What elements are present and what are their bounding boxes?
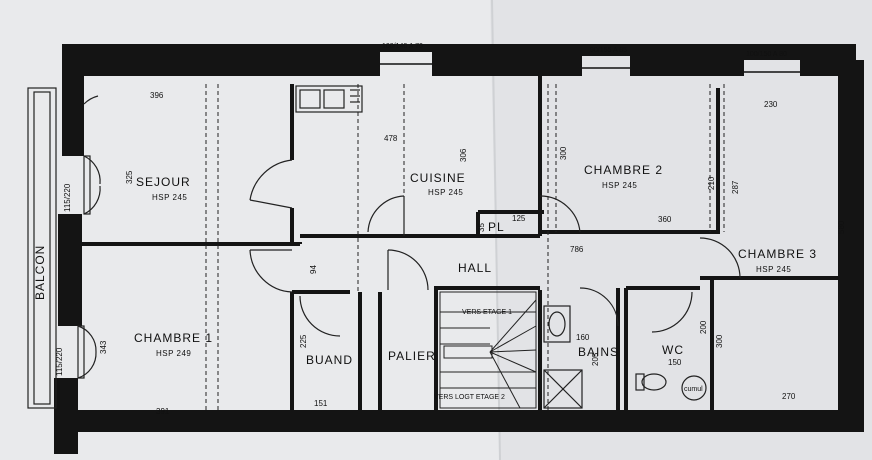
room-name-chambre-1: CHAMBRE 1 — [134, 331, 213, 345]
dimension-label: 306 — [459, 148, 468, 162]
dimension-label: 325 — [125, 170, 134, 184]
dimension-label: 35 — [477, 223, 486, 232]
stair-labels: VERS ETAGE 1 VERS LOGT ETAGE 2 cumul — [434, 309, 703, 401]
room-hsp-cuisine: HSP 245 — [428, 188, 463, 197]
water-heater-label: cumul — [684, 386, 703, 393]
room-name-sejour: SEJOUR — [136, 175, 191, 189]
dimension-label: 225 — [299, 334, 308, 348]
dimension-label: 150 — [668, 358, 682, 367]
kitchen-sink — [295, 85, 363, 113]
room-name-cuisine: CUISINE — [410, 171, 466, 185]
door-swings — [83, 95, 741, 337]
dimension-label: 160 — [576, 333, 590, 342]
paper-fold — [491, 0, 501, 460]
room-name-palier: PALIER — [388, 349, 436, 363]
window-label-3: 100/150 A 80 — [746, 51, 787, 58]
room-name-buand: BUAND — [306, 353, 353, 367]
dimension-label: 151 — [314, 399, 328, 408]
balcony — [27, 87, 57, 409]
dimension-label: 478 — [384, 134, 398, 143]
interior-walls — [82, 72, 840, 410]
bath-fixtures — [543, 305, 707, 409]
room-name-chambre-3: CHAMBRE 3 — [738, 247, 817, 261]
dimension-label: 287 — [731, 180, 740, 194]
dimension-label: 300 — [715, 334, 724, 348]
dimension-label: 343 — [99, 340, 108, 354]
room-hsp-chambre-2: HSP 245 — [602, 181, 637, 190]
dimension-label: 205 — [591, 352, 600, 366]
dimension-label: 115/220 — [55, 347, 64, 376]
dimension-label: 270 — [782, 392, 796, 401]
dimension-label: 125 — [512, 214, 526, 223]
room-name-wc: WC — [662, 343, 684, 357]
room-name-hall: HALL — [458, 261, 492, 275]
dimension-label: 786 — [570, 245, 584, 254]
dimension-labels: 396 478 306 325 115/220 300 230 287 580 … — [55, 91, 846, 416]
dimension-label: 580 — [837, 220, 846, 234]
dimension-label: 200 — [699, 320, 708, 334]
dimension-label: 115/220 — [63, 183, 72, 212]
room-name-bains: BAINS — [578, 345, 619, 359]
room-name-pl: PL — [488, 220, 505, 234]
window-labels: 100/140 A 70 90/155 A 85 100/150 A 80 — [382, 43, 787, 58]
exterior-walls — [54, 44, 864, 454]
staircase — [439, 291, 537, 409]
stair-label-down: VERS LOGT ETAGE 2 — [434, 394, 505, 401]
room-hsp-chambre-3: HSP 245 — [756, 265, 791, 274]
dimension-label: 391 — [156, 407, 170, 416]
dimension-label: 360 — [658, 215, 672, 224]
balcony-doors — [77, 155, 101, 379]
dimension-label: 94 — [309, 265, 318, 274]
window-label-1: 100/140 A 70 — [382, 43, 423, 50]
dimension-label: 396 — [150, 91, 164, 100]
dimension-label: 210 — [707, 176, 716, 190]
room-name-chambre-2: CHAMBRE 2 — [584, 163, 663, 177]
stair-label-up: VERS ETAGE 1 — [462, 309, 512, 316]
window-label-2: 90/155 A 85 — [590, 47, 627, 54]
room-hsp-sejour: HSP 245 — [152, 193, 187, 202]
balcony-label: BALCON — [33, 245, 47, 300]
dimension-label: 300 — [559, 146, 568, 160]
room-hsp-chambre-1: HSP 249 — [156, 349, 191, 358]
windows — [380, 52, 800, 86]
room-labels: SEJOUR HSP 245 CUISINE HSP 245 CHAMBRE 2… — [33, 163, 817, 367]
dimension-label: 230 — [764, 100, 778, 109]
